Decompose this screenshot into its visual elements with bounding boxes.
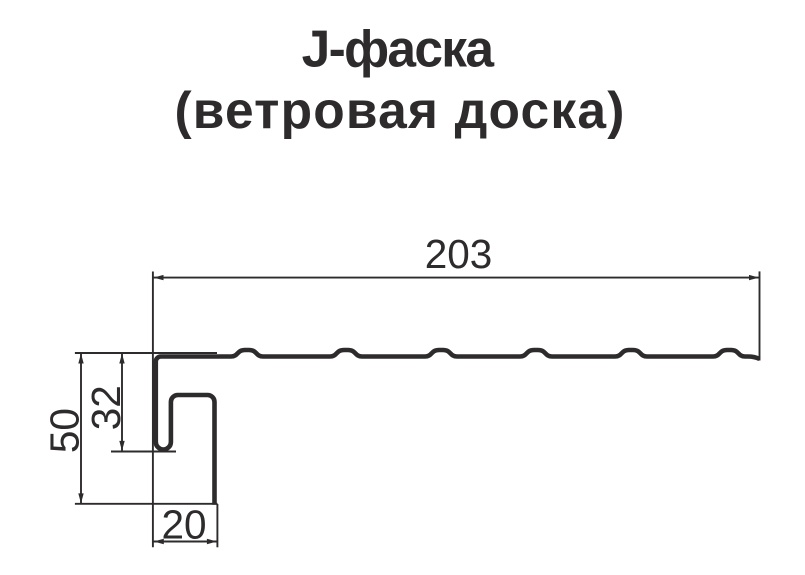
- svg-text:20: 20: [161, 502, 206, 548]
- svg-text:J-фаска: J-фаска: [302, 19, 495, 77]
- svg-text:50: 50: [42, 408, 88, 453]
- svg-text:32: 32: [83, 385, 129, 430]
- svg-text:203: 203: [425, 231, 493, 277]
- svg-text:(ветровая доска): (ветровая доска): [174, 81, 625, 139]
